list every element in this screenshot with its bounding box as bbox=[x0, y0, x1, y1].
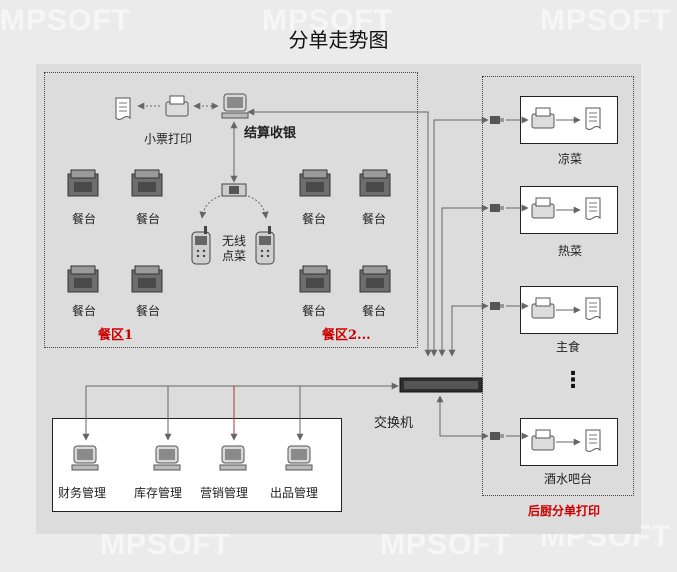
area2-label: 餐区2... bbox=[322, 328, 371, 343]
connector-icon bbox=[490, 116, 504, 124]
management-label: 出品管理 bbox=[270, 486, 319, 500]
area1-label: 餐区1 bbox=[98, 328, 134, 343]
connector-icon bbox=[490, 204, 504, 212]
table-label: 餐台 bbox=[72, 304, 97, 318]
table-icon bbox=[359, 169, 391, 197]
management-label: 财务管理 bbox=[58, 486, 107, 500]
kitchen-paper-icon bbox=[585, 297, 601, 320]
checkout-computer-icon bbox=[221, 93, 249, 119]
marketing-computer-icon bbox=[219, 445, 247, 471]
connector-icon bbox=[490, 302, 504, 310]
switch-label: 交换机 bbox=[374, 416, 414, 431]
handheld-icon bbox=[191, 225, 211, 265]
ellipsis-indicator: ⋮ bbox=[562, 368, 584, 393]
table-icon bbox=[131, 169, 163, 197]
kitchen-printer-icon bbox=[531, 107, 555, 129]
receipt-paper-icon bbox=[115, 97, 131, 120]
kitchen-paper-icon bbox=[585, 429, 601, 452]
table-label: 餐台 bbox=[362, 212, 387, 226]
table-icon bbox=[67, 169, 99, 197]
table-icon bbox=[299, 169, 331, 197]
receipt-printer-label: 小票打印 bbox=[144, 132, 193, 146]
kitchen-printer-icon bbox=[531, 297, 555, 319]
table-icon bbox=[67, 265, 99, 293]
handheld-icon bbox=[255, 225, 275, 265]
receipt-printer-icon bbox=[165, 95, 189, 117]
inventory-computer-icon bbox=[153, 445, 181, 471]
table-icon bbox=[359, 265, 391, 293]
kitchen-station-label: 凉菜 bbox=[558, 152, 583, 166]
table-label: 餐台 bbox=[302, 212, 327, 226]
connector-icon bbox=[490, 432, 504, 440]
kitchen-printer-icon bbox=[531, 197, 555, 219]
production-computer-icon bbox=[285, 445, 313, 471]
wireless-order-label: 无线点菜 bbox=[222, 234, 247, 263]
checkout-label: 结算收银 bbox=[244, 126, 297, 141]
table-label: 餐台 bbox=[136, 304, 161, 318]
management-label: 营销管理 bbox=[200, 486, 249, 500]
kitchen-station-label: 热菜 bbox=[558, 244, 583, 258]
kitchen-station-label: 酒水吧台 bbox=[544, 472, 593, 486]
table-label: 餐台 bbox=[72, 212, 97, 226]
table-label: 餐台 bbox=[302, 304, 327, 318]
table-icon bbox=[131, 265, 163, 293]
management-label: 库存管理 bbox=[134, 486, 183, 500]
kitchen-paper-icon bbox=[585, 107, 601, 130]
page-title: 分单走势图 bbox=[288, 28, 389, 52]
kitchen-paper-icon bbox=[585, 197, 601, 220]
table-label: 餐台 bbox=[136, 212, 161, 226]
finance-computer-icon bbox=[71, 445, 99, 471]
watermark: MPSOFT bbox=[262, 4, 393, 37]
kitchen-printer-icon bbox=[531, 429, 555, 451]
kitchen-station-label: 主食 bbox=[556, 340, 581, 354]
watermark: MPSOFT bbox=[540, 4, 671, 37]
watermark: MPSOFT bbox=[0, 4, 131, 37]
kitchen-print-label: 后厨分单打印 bbox=[528, 504, 601, 518]
table-icon bbox=[299, 265, 331, 293]
table-label: 餐台 bbox=[362, 304, 387, 318]
